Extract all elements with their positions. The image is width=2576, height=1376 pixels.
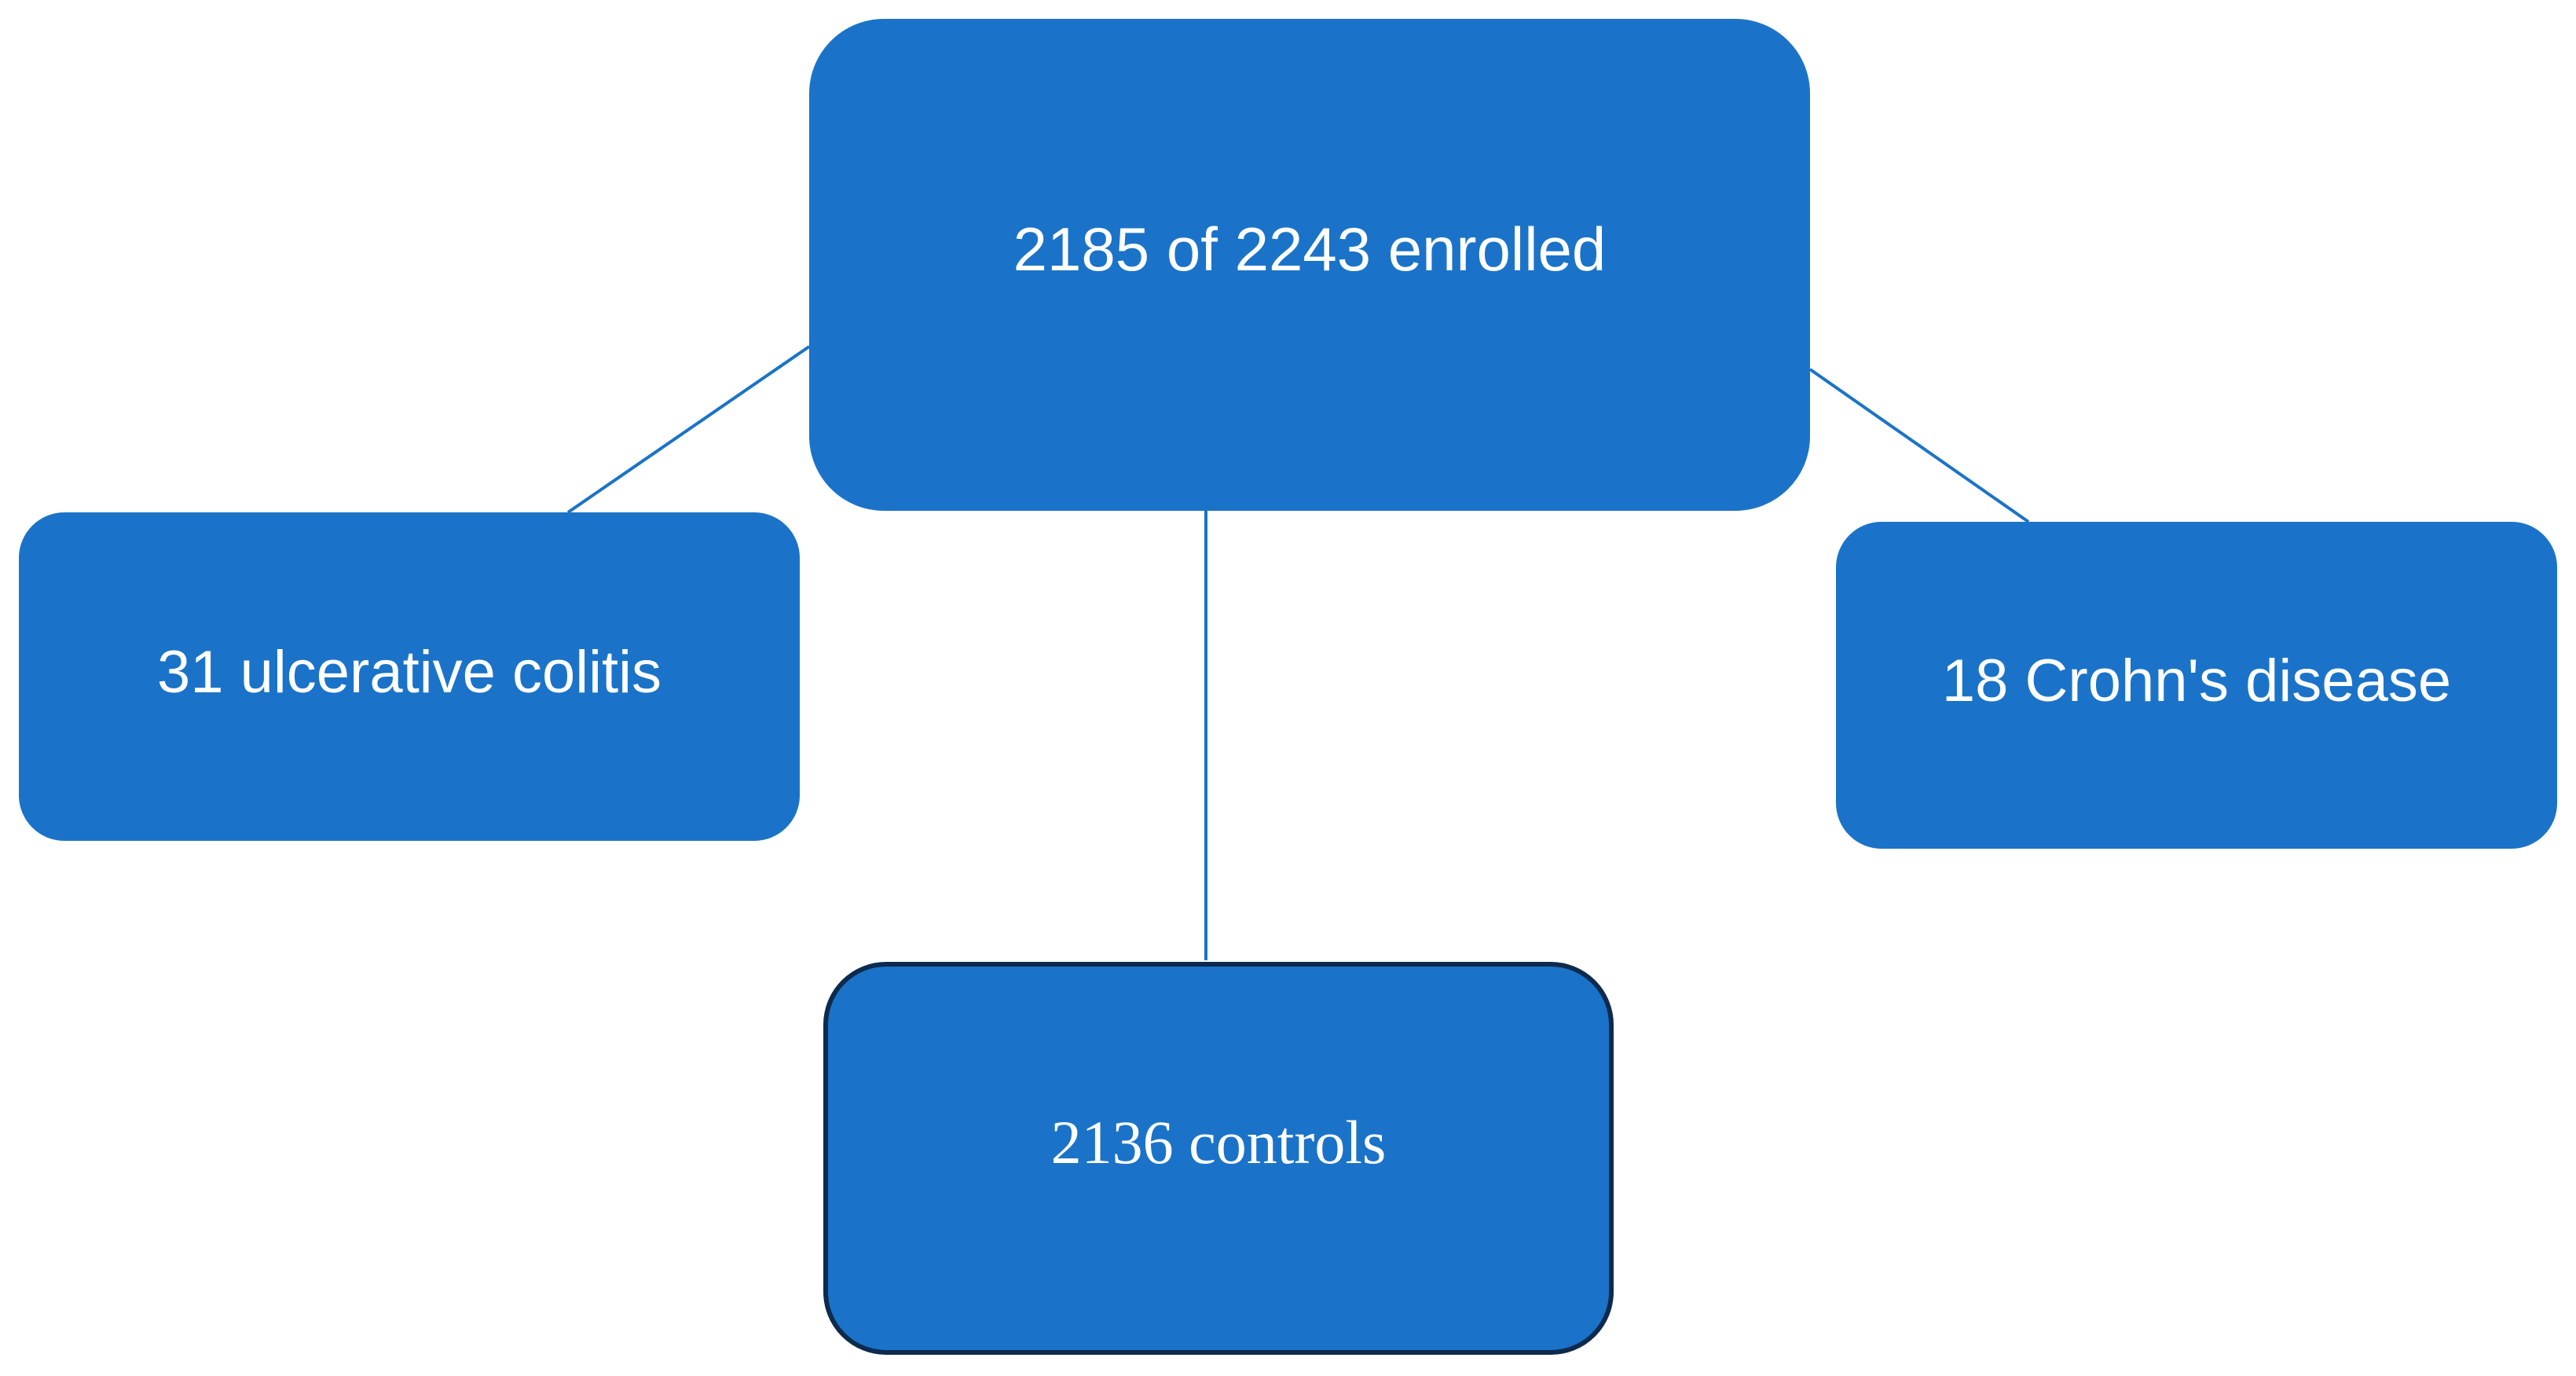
crohns-disease-box: 18 Crohn's disease bbox=[1836, 522, 2557, 849]
enrolled-label: 2185 of 2243 enrolled bbox=[1013, 214, 1607, 284]
ulcerative-colitis-label: 31 ulcerative colitis bbox=[156, 638, 662, 706]
ulcerative-colitis-box: 31 ulcerative colitis bbox=[19, 512, 800, 841]
controls-label: 2136 controls bbox=[1050, 1108, 1387, 1176]
connector-root-to-crohns-disease bbox=[1808, 368, 2030, 523]
controls-box: 2136 controls bbox=[823, 962, 1614, 1355]
crohns-disease-label: 18 Crohn's disease bbox=[1941, 647, 2452, 714]
connector-root-to-ulcerative-colitis bbox=[566, 345, 811, 514]
enrolled-box: 2185 of 2243 enrolled bbox=[809, 19, 1810, 511]
